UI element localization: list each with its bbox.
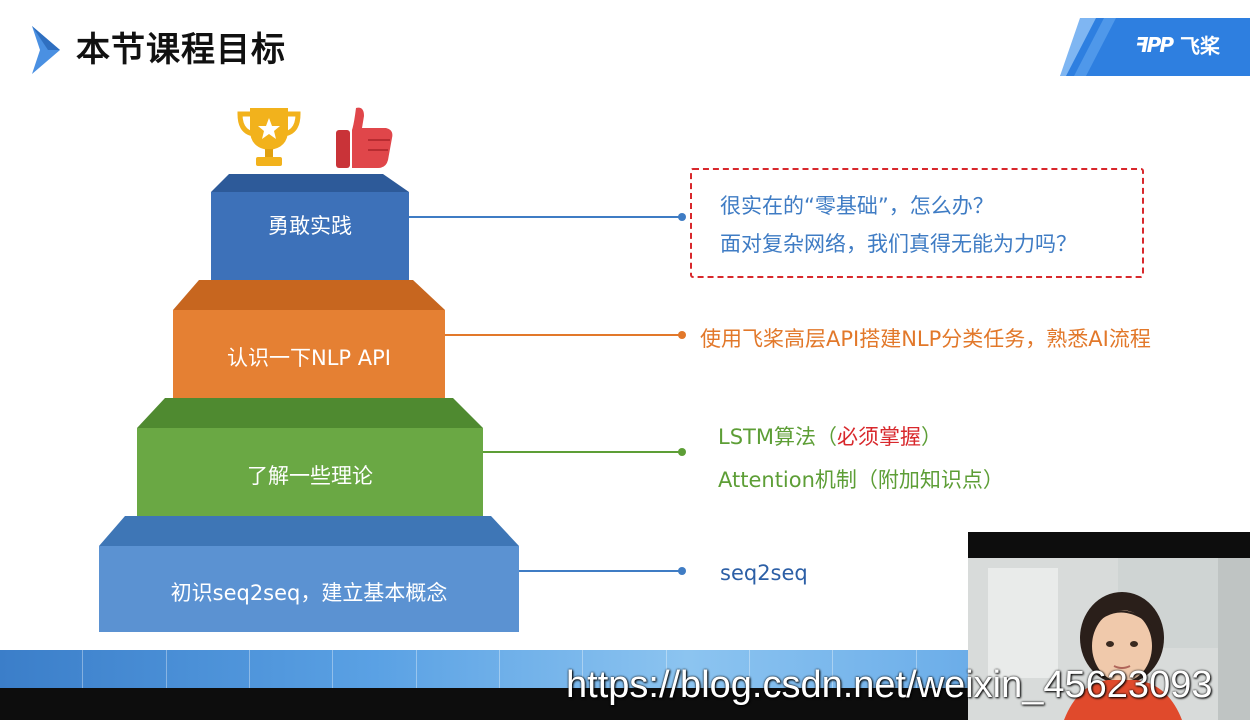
connector-line-bottom: [519, 570, 681, 572]
logo-banner: [1060, 18, 1250, 76]
theory-suffix: ）: [920, 425, 942, 449]
step-label-theory: 了解一些理论: [247, 464, 373, 488]
pyramid-step-orange: [173, 280, 445, 398]
step-label-seq2seq: 初识seq2seq，建立基本概念: [170, 581, 448, 605]
connector-dot-orange: [678, 331, 686, 339]
pyramid-step-bottom: [99, 516, 519, 632]
connector-line-green: [483, 451, 681, 453]
connector-dot-top: [678, 213, 686, 221]
api-description: 使用飞桨高层API搭建NLP分类任务，熟悉AI流程: [700, 327, 1151, 351]
pyramid: [99, 174, 519, 632]
watermark-url: https://blog.csdn.net/weixin_45623093: [566, 664, 1213, 706]
question-line-2: 面对复杂网络，我们真得无能为力吗？: [720, 232, 1077, 256]
paddle-logo: ꟻPP 飞桨: [1135, 30, 1220, 59]
logo-mark: ꟻPP: [1135, 32, 1174, 57]
page-title: 本节课程目标: [76, 30, 286, 70]
thumbs-up-icon: [336, 107, 393, 168]
header-chevron-icon: [32, 26, 60, 74]
theory-highlight: 必须掌握: [836, 425, 921, 449]
question-line-1: 很实在的“零基础”，怎么办？: [720, 194, 994, 218]
trophy-icon: [237, 108, 301, 166]
theory-prefix: LSTM算法（: [718, 425, 837, 449]
presenter-image: [968, 558, 1250, 720]
connector-line-orange: [445, 334, 681, 336]
webcam-top-bar: [968, 532, 1250, 558]
seq2seq-text: seq2seq: [720, 561, 808, 585]
connector-dot-bottom: [678, 567, 686, 575]
pyramid-step-top: [211, 174, 409, 280]
question-box: [690, 168, 1144, 278]
step-label-nlp-api: 认识一下NLP API: [227, 346, 391, 370]
logo-text: 飞桨: [1180, 34, 1220, 58]
webcam-video: [968, 558, 1250, 720]
theory-line-1: LSTM算法（必须掌握）: [718, 421, 942, 451]
connector-dot-green: [678, 448, 686, 456]
pyramid-step-green: [137, 398, 483, 516]
step-label-practice: 勇敢实践: [268, 214, 352, 238]
connector-line-top: [409, 216, 681, 218]
theory-line-2: Attention机制（附加知识点）: [718, 468, 1004, 492]
